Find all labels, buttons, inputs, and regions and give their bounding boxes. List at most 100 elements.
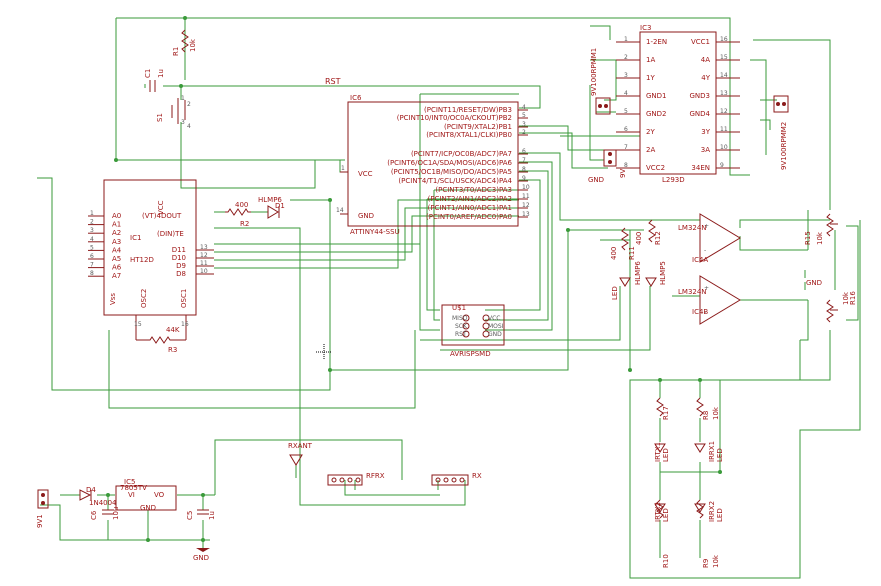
svg-text:16: 16 [181, 321, 189, 328]
ic1-ht12d: HT12D IC1 VCC (VT)4DOUT (DIN)TE A01A12A2… [88, 179, 214, 354]
ic6-pin-label: (PCINT0/AREF/ADC0)PA0 [426, 213, 512, 221]
svg-text:10k: 10k [712, 554, 720, 568]
svg-text:15: 15 [134, 321, 142, 328]
gnd-label-right: GND [806, 279, 822, 287]
ic3-pin-number: 15 [720, 54, 728, 61]
ic6-pin-label: (PCINT9/XTAL2)PB1 [444, 123, 512, 131]
ic6-pin-number: 9 [522, 175, 526, 182]
motor2-header: 9V100RPMM2 [773, 95, 789, 170]
ic3-pin-number: 16 [720, 36, 728, 43]
resistor-r2: 400 R2 [225, 201, 251, 228]
power-section: 9V1 D4 1N4004 IC5 7805TV VI VO GND C6 10… [36, 478, 216, 562]
led-d1: D1 HLMP6 [258, 196, 285, 219]
svg-text:R8: R8 [702, 411, 710, 420]
opamp-ic4a: +- LM324N IC4A [678, 213, 741, 264]
svg-text:10k: 10k [816, 231, 824, 245]
ic1-pin-label: D10 [172, 254, 186, 262]
svg-text:LED: LED [611, 286, 619, 300]
pot-r15: R15 10k [804, 213, 838, 245]
ic3-pin-number: 8 [624, 162, 628, 169]
ic1-pin-number: 12 [200, 252, 208, 259]
r3-label: R3 [168, 346, 177, 354]
svg-text:VCC: VCC [157, 200, 165, 215]
ic6-pin-number: 4 [522, 104, 526, 111]
ic1-pin-label: D8 [176, 270, 186, 278]
ic1-pin-number: 2 [90, 219, 94, 226]
rx-led-array: R17 R8 10k IRTX1 LED IRRX1 LED IRTX2 LED… [654, 397, 724, 568]
ic1-pin-label: A0 [112, 212, 121, 220]
ic3-pin-label: 4Y [701, 74, 710, 82]
c1-label: C1 [144, 69, 152, 78]
svg-text:+: + [704, 223, 709, 230]
svg-text:GND: GND [588, 176, 604, 184]
ic1-pin-label: A7 [112, 272, 121, 280]
ic3-pin-label: 3Y [701, 128, 710, 136]
r2-value: 400 [235, 201, 248, 209]
capacitor-c1: C1 1u [144, 69, 165, 92]
ic3-pin-label: GND3 [689, 92, 710, 100]
ic3-pin-number: 5 [624, 108, 628, 115]
ic1-label: IC1 [130, 234, 141, 242]
ic1-pin-label: D11 [172, 246, 186, 254]
svg-text:1: 1 [341, 165, 345, 172]
svg-text:RST: RST [455, 331, 467, 338]
resistor-r11: 400 R11 [610, 227, 636, 260]
svg-text:MISO: MISO [452, 315, 468, 322]
ic3-pin-number: 10 [720, 144, 728, 151]
svg-text:9V: 9V [619, 169, 627, 178]
ic3-pin-number: 3 [624, 72, 628, 79]
ic6-pin-label: (PCINT6/OC1A/SDA/MOSI/ADC6)PA6 [387, 159, 512, 167]
ic3-pin-label: 2A [646, 146, 655, 154]
ic3-pin-label: GND2 [646, 110, 667, 118]
svg-text:(VT)4DOUT: (VT)4DOUT [142, 212, 182, 220]
svg-text:LED: LED [662, 448, 670, 462]
svg-text:VO: VO [154, 491, 165, 499]
ic6-pin-label: (PCINT5/OC1B/MISO/DO/ADC5)PA5 [391, 168, 512, 176]
resistor-r1: R1 10k [172, 29, 197, 56]
ic3-pin-label: GND1 [646, 92, 667, 100]
resistor-r12: 400 R12 [635, 219, 662, 245]
svg-text:9V1: 9V1 [36, 514, 44, 528]
ic1-pin-number: 4 [90, 236, 94, 243]
svg-text:10k: 10k [842, 291, 850, 305]
ic3-pin-label: 1Y [646, 74, 655, 82]
pot-r16: R16 10k [826, 291, 857, 323]
svg-text:14: 14 [336, 207, 344, 214]
r1-label: R1 [172, 47, 180, 56]
ic1-pin-number: 7 [90, 262, 94, 269]
ic4b-label: IC4B [692, 308, 708, 316]
opamp-ic4b: +- LM324N IC4B [678, 275, 741, 325]
gnd-label-bottom: GND [193, 554, 209, 562]
ic6-label: IC6 [350, 94, 362, 102]
ic4a-label: IC4A [692, 256, 708, 264]
ic6-pin-number: 5 [522, 112, 526, 119]
rf-receiver: RXANT RFRX RX [288, 442, 482, 486]
ic1-part: HT12D [130, 256, 154, 264]
svg-text:R12: R12 [654, 231, 662, 245]
ic1-pin-number: 6 [90, 253, 94, 260]
svg-text:-: - [704, 309, 706, 316]
svg-text:7805TV: 7805TV [120, 484, 147, 492]
junctions [106, 16, 722, 542]
ic6-pin-number: 11 [522, 193, 530, 200]
ic3-pin-number: 9 [720, 162, 724, 169]
ic6-pin-label: (PCINT10/INT0/OC0A/CKOUT)PB2 [397, 114, 512, 122]
svg-text:4: 4 [187, 123, 191, 130]
rxant-label: RXANT [288, 442, 313, 450]
ic3-pin-label: GND4 [689, 110, 710, 118]
ic3-pin-label: 2Y [646, 128, 655, 136]
svg-text:IRRX1: IRRX1 [708, 441, 716, 462]
isp-label: U$1 [452, 304, 466, 312]
switch-s1: 12 34 S1 [156, 95, 191, 130]
ic4a-part: LM324N [678, 224, 707, 232]
ic3-pin-label: 34EN [691, 164, 710, 172]
svg-text:LED: LED [716, 448, 724, 462]
ic1-pin-number: 5 [90, 244, 94, 251]
ic6-pin-number: 6 [522, 148, 526, 155]
ic6-pin-label: (PCINT4/T1/SCL/USCK/ADC4)PA4 [398, 177, 512, 185]
ic6-pin-number: 13 [522, 211, 530, 218]
